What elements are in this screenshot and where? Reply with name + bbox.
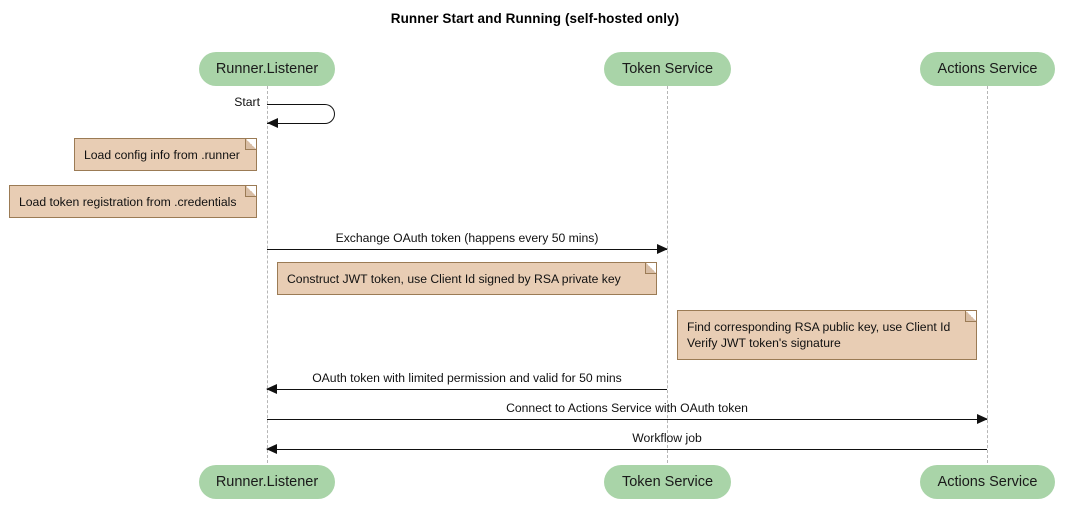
note-text: Load token registration from .credential… bbox=[19, 194, 237, 209]
participant-token-service-bottom[interactable]: Token Service bbox=[604, 465, 731, 499]
participant-runner-listener-bottom[interactable]: Runner.Listener bbox=[199, 465, 335, 499]
note-fold-corner-icon bbox=[965, 311, 976, 322]
note-verify-jwt-signature: Find corresponding RSA public key, use C… bbox=[677, 310, 977, 360]
participant-runner-listener-top[interactable]: Runner.Listener bbox=[199, 52, 335, 86]
lifeline-actions-service bbox=[987, 86, 988, 463]
message-label: OAuth token with limited permission and … bbox=[312, 371, 622, 385]
participant-label: Runner.Listener bbox=[215, 61, 319, 77]
arrow-head-left-icon bbox=[267, 118, 278, 129]
participant-token-service-top[interactable]: Token Service bbox=[604, 52, 731, 86]
note-text: Load config info from .runner bbox=[84, 147, 240, 162]
participant-label: Actions Service bbox=[937, 474, 1038, 490]
message-line bbox=[267, 419, 987, 420]
lifeline-token-service bbox=[667, 86, 668, 463]
note-fold-corner-icon bbox=[245, 139, 256, 150]
arrow-head-right-icon bbox=[977, 413, 988, 424]
page-title: Runner Start and Running (self-hosted on… bbox=[390, 11, 680, 26]
participant-actions-service-top[interactable]: Actions Service bbox=[920, 52, 1055, 86]
message-label: Connect to Actions Service with OAuth to… bbox=[506, 401, 748, 415]
message-label: Exchange OAuth token (happens every 50 m… bbox=[335, 231, 599, 245]
participant-label: Token Service bbox=[621, 474, 714, 490]
note-text: Find corresponding RSA public key, use C… bbox=[687, 320, 951, 350]
note-fold-corner-icon bbox=[645, 263, 656, 274]
note-construct-jwt-token: Construct JWT token, use Client Id signe… bbox=[277, 262, 657, 295]
participant-label: Actions Service bbox=[937, 61, 1038, 77]
message-line bbox=[267, 249, 667, 250]
message-line bbox=[267, 389, 667, 390]
note-load-config-info: Load config info from .runner bbox=[74, 138, 257, 171]
participant-label: Runner.Listener bbox=[215, 474, 319, 490]
arrow-head-right-icon bbox=[657, 243, 668, 254]
note-load-token-registration: Load token registration from .credential… bbox=[9, 185, 257, 218]
message-line bbox=[267, 449, 987, 450]
message-label: Start bbox=[234, 95, 260, 109]
arrow-head-left-icon bbox=[266, 443, 277, 454]
arrow-head-left-icon bbox=[266, 383, 277, 394]
participant-label: Token Service bbox=[621, 61, 714, 77]
lifeline-runner-listener bbox=[267, 86, 268, 463]
self-loop-path bbox=[267, 104, 335, 124]
participant-actions-service-bottom[interactable]: Actions Service bbox=[920, 465, 1055, 499]
note-text: Construct JWT token, use Client Id signe… bbox=[287, 271, 621, 286]
note-fold-corner-icon bbox=[245, 186, 256, 197]
message-label: Workflow job bbox=[632, 431, 702, 445]
